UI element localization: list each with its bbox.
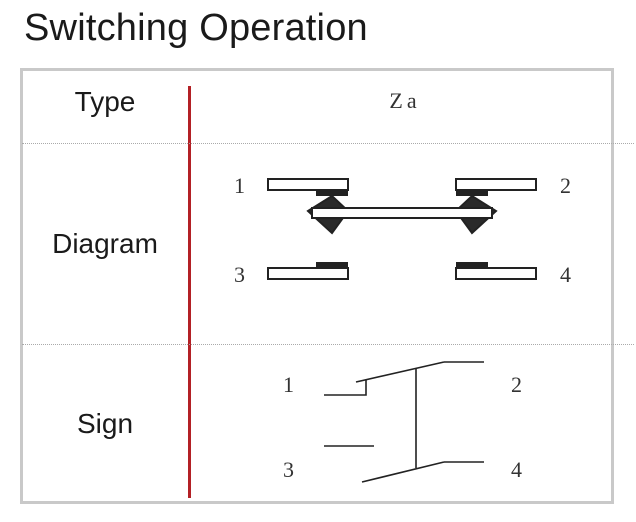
diagram-terminal-4: 4 — [560, 262, 571, 287]
pad-1 — [316, 190, 348, 196]
sign-contact-1-2 — [324, 380, 367, 396]
type-label: Type — [74, 86, 136, 117]
sign-terminal-labels: 1 2 3 4 — [283, 372, 522, 482]
column-divider — [188, 86, 191, 498]
pad-4 — [456, 262, 488, 268]
contact-4-bar — [455, 267, 537, 280]
diagram-terminal-3: 3 — [234, 262, 245, 287]
sign-terminal-3: 3 — [283, 457, 294, 482]
diagram-terminal-2: 2 — [560, 173, 571, 198]
type-value: Za — [389, 88, 421, 113]
pad-2 — [456, 190, 488, 196]
diagram-contacts — [267, 178, 537, 280]
row-separator-1 — [22, 143, 634, 144]
moving-contact — [306, 194, 498, 235]
sign-label: Sign — [76, 408, 134, 439]
diagram-terminal-1: 1 — [234, 173, 245, 198]
sign-blade-3-4 — [361, 461, 445, 483]
sign-symbol — [324, 361, 484, 483]
diagram-terminal-labels: 1 2 3 4 — [234, 173, 571, 287]
page-title: Switching Operation — [24, 7, 368, 49]
bridge-bar — [311, 207, 493, 219]
diagram-contact-pads — [316, 190, 488, 268]
contact-3-bar — [267, 267, 349, 280]
contact-1-bar — [267, 178, 349, 191]
table-frame — [20, 68, 614, 504]
pad-3 — [316, 262, 348, 268]
sign-terminal-2: 2 — [511, 372, 522, 397]
row-separator-2 — [22, 344, 634, 345]
diagram-label: Diagram — [52, 228, 158, 259]
contact-2-bar — [455, 178, 537, 191]
sign-terminal-1: 1 — [283, 372, 294, 397]
sign-terminal-4: 4 — [511, 457, 522, 482]
sign-blade-1-2 — [355, 361, 445, 383]
